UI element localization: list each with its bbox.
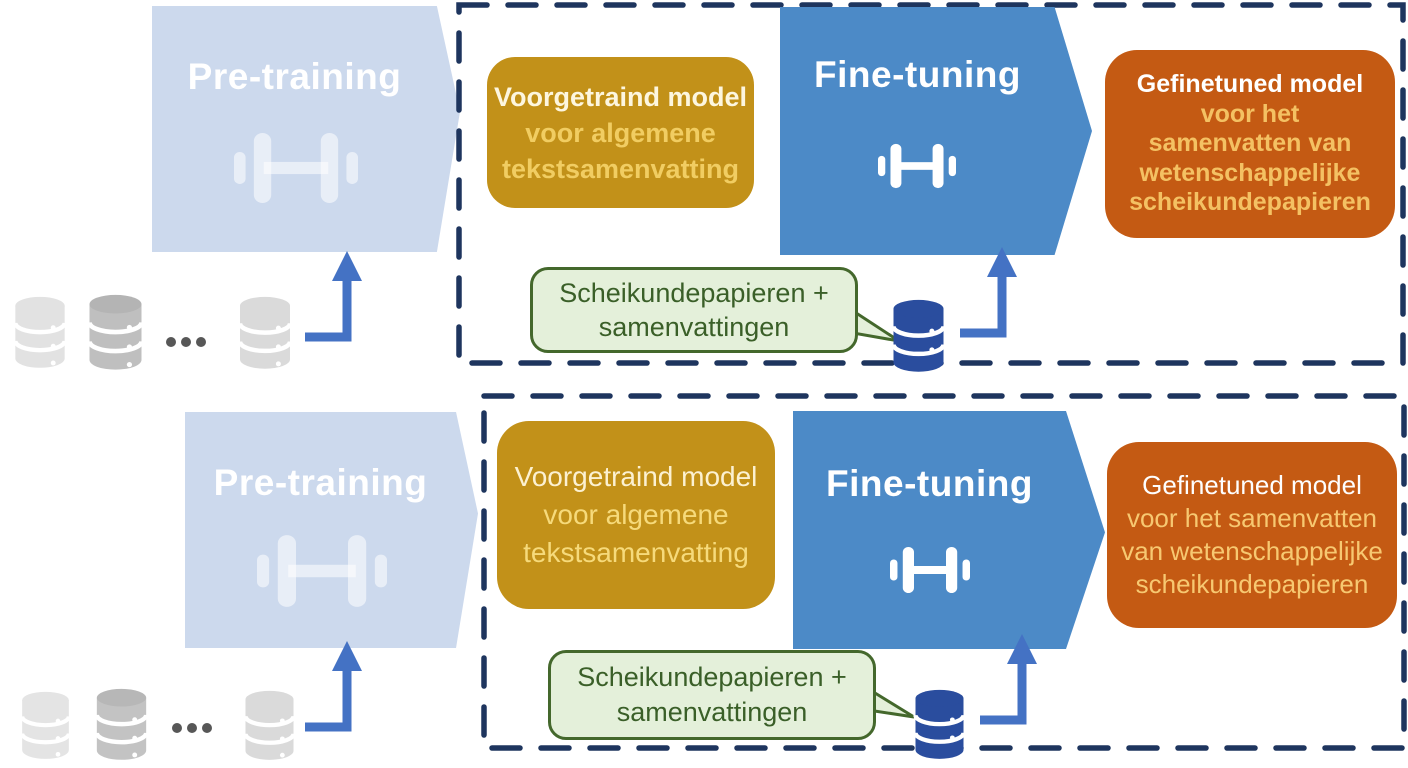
database-icon	[13, 296, 67, 368]
pretraining-stage-bottom: Pre-training	[185, 412, 478, 648]
finetuning-stage-top: Fine-tuning	[780, 7, 1092, 255]
bubble-line: samenvattingen	[598, 312, 790, 342]
database-icon	[20, 691, 71, 759]
bubble-line: Scheikundepapieren +	[559, 278, 829, 308]
database-icon	[913, 689, 966, 759]
finetuning-stage-bottom: Fine-tuning	[793, 411, 1105, 649]
pretrained-model-line: voor algemene	[525, 117, 716, 148]
bubble-line: samenvattingen	[616, 697, 808, 727]
finetuned-model-line: Gefinetuned model	[1142, 470, 1362, 500]
pretraining-label: Pre-training	[187, 56, 402, 97]
finetuned-model-line: Gefinetuned model	[1136, 70, 1364, 99]
database-icon	[237, 296, 293, 369]
finetuned-model-box-bottom: Gefinetuned model voor het samenvatten v…	[1107, 442, 1397, 628]
finetuned-model-line: voor het samenvatten	[1126, 503, 1378, 533]
finetuned-model-line: van wetenschappelijke	[1121, 536, 1383, 566]
training-data-bubble-top: Scheikundepapieren + samenvattingen	[530, 267, 858, 353]
database-icon	[243, 690, 296, 760]
database-icon	[87, 294, 144, 370]
dumbbell-icon	[878, 143, 956, 189]
arrow-up-icon	[305, 251, 362, 342]
finetuned-model-line: samenvatten van	[1148, 129, 1352, 158]
finetuned-model-line: wetenschappelijke	[1139, 158, 1361, 187]
finetuned-model-box-top: Gefinetuned model voor het samenvatten v…	[1105, 50, 1395, 238]
pretrained-model-line: Voorgetraind model	[493, 81, 748, 112]
pretrained-model-line: tekstsamenvatting	[501, 153, 740, 184]
finetuning-label: Fine-tuning	[814, 54, 1021, 95]
ellipsis-icon	[172, 723, 212, 733]
finetuned-model-line: voor het	[1200, 99, 1300, 128]
arrow-up-icon	[305, 641, 362, 732]
pretrained-model-line: tekstsamenvatting	[523, 537, 749, 568]
pretraining-label: Pre-training	[213, 462, 428, 503]
arrow-up-icon	[980, 634, 1037, 725]
dumbbell-icon	[890, 547, 970, 593]
pretraining-stage-top: Pre-training	[152, 6, 460, 252]
training-data-bubble-bottom: Scheikundepapieren + samenvattingen	[548, 650, 876, 740]
database-icon	[94, 688, 149, 760]
pretrained-model-line: voor algemene	[543, 499, 729, 530]
arrow-up-icon	[960, 247, 1017, 338]
pretrained-model-line: Voorgetraind model	[514, 461, 758, 492]
bubble-line: Scheikundepapieren +	[577, 662, 847, 692]
finetuned-model-line: scheikundepapieren	[1129, 188, 1371, 217]
finetuned-model-line: scheikundepapieren	[1135, 569, 1369, 599]
pretrained-model-box-top: Voorgetraind model voor algemene tekstsa…	[487, 57, 754, 208]
dumbbell-icon	[234, 133, 358, 203]
finetuning-label: Fine-tuning	[826, 463, 1033, 504]
pretrained-model-box-bottom: Voorgetraind model voor algemene tekstsa…	[497, 421, 775, 609]
dumbbell-icon	[257, 535, 387, 607]
ellipsis-icon	[166, 337, 206, 347]
database-icon	[891, 299, 946, 372]
